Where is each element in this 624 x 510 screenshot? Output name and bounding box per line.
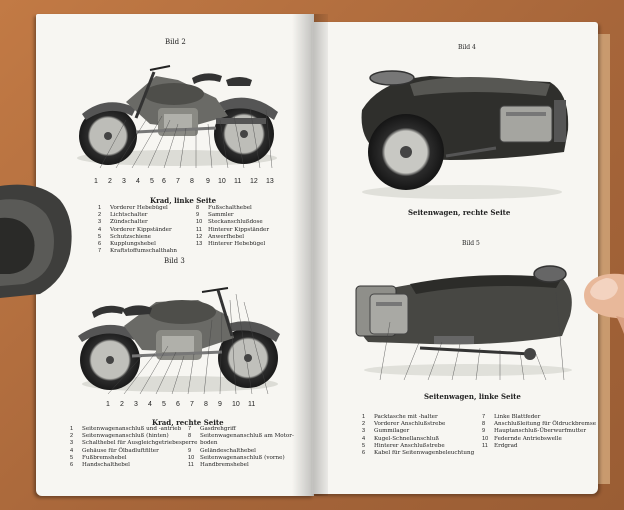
callout-number: 4 — [148, 401, 152, 408]
legend-row: boden — [200, 440, 218, 447]
callout-number: 9 — [206, 178, 210, 185]
callout-number: 11 — [248, 401, 256, 408]
fig3-caption: Krad, rechte Seite — [152, 418, 224, 427]
callout-number: 11 — [234, 178, 242, 185]
callout-number: 1 — [94, 178, 98, 185]
fig2-callout-numbers: 1 2 3 4 5 6 7 8 9 10 11 12 13 — [94, 178, 284, 188]
sidecar-right-side-photo — [361, 70, 569, 199]
callout-number: 12 — [250, 178, 258, 185]
callout-number: 5 — [150, 178, 154, 185]
callout-number: 2 — [120, 401, 124, 408]
paperweight-object — [0, 184, 72, 298]
book-spine-shadow — [292, 14, 328, 496]
callout-number: 6 — [176, 401, 180, 408]
fig2-caption: Krad, linke Seite — [150, 196, 217, 205]
fig5-title: Bild 5 — [462, 240, 480, 247]
sidecar-left-side-photo — [355, 265, 572, 381]
callout-number: 1 — [106, 401, 110, 408]
fig4-title: Bild 4 — [458, 44, 476, 51]
callout-number: 8 — [190, 178, 194, 185]
callout-number: 10 — [218, 178, 226, 185]
fig3-callout-numbers: 1 2 3 4 5 6 7 8 9 10 11 — [106, 401, 266, 411]
callout-number: 7 — [176, 178, 180, 185]
callout-number: 8 — [204, 401, 208, 408]
callout-number: 13 — [266, 178, 274, 185]
callout-number: 4 — [136, 178, 140, 185]
callout-number: 3 — [122, 178, 126, 185]
callout-number: 7 — [190, 401, 194, 408]
callout-number: 6 — [162, 178, 166, 185]
motorcycle-right-side-photo — [78, 287, 280, 394]
fig2-title: Bild 2 — [165, 38, 186, 46]
callout-number: 5 — [162, 401, 166, 408]
callout-number: 2 — [108, 178, 112, 185]
fig4-caption: Seitenwagen, rechte Seite — [408, 208, 511, 217]
callout-number: 9 — [218, 401, 222, 408]
callout-number: 10 — [232, 401, 240, 408]
thumb — [584, 273, 624, 334]
callout-number: 3 — [134, 401, 138, 408]
fig3-title: Bild 3 — [164, 257, 185, 265]
fig5-caption: Seitenwagen, linke Seite — [424, 392, 521, 401]
motorcycle-left-side-photo — [77, 65, 278, 169]
